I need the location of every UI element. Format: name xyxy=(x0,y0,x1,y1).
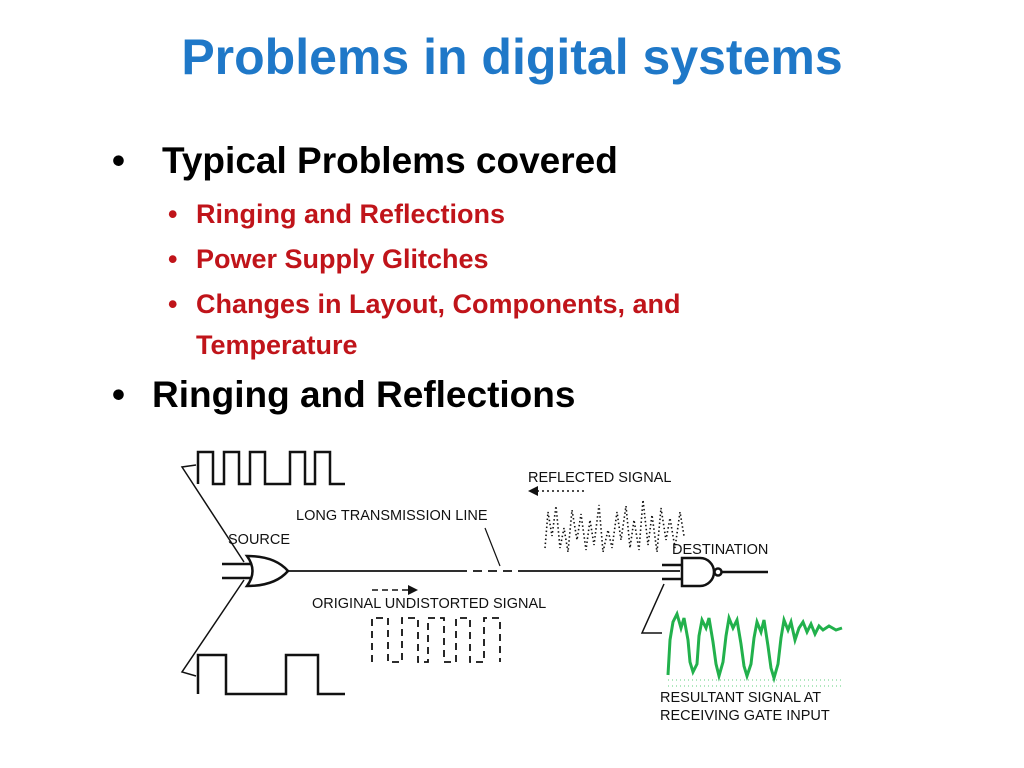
nand-gate-icon xyxy=(662,556,768,588)
reflected-arrow-head xyxy=(528,486,538,496)
label-source: SOURCE xyxy=(228,532,290,548)
sub-bullet-text: Power Supply Glitches xyxy=(196,244,489,274)
label-reflected-signal: REFLECTED SIGNAL xyxy=(528,470,671,486)
bullet-dot: • xyxy=(112,374,125,415)
original-arrow-head xyxy=(408,585,418,595)
label-transmission-line: LONG TRANSMISSION LINE xyxy=(296,508,488,524)
sub-bullet-text: Ringing and Reflections xyxy=(196,199,506,229)
leader-line-bottom xyxy=(180,579,245,677)
sub-bullet-dot: • xyxy=(168,244,178,274)
line-label-leader xyxy=(484,527,501,567)
leader-line-top xyxy=(180,464,245,563)
sub-bullet-dot: • xyxy=(168,289,178,319)
label-resultant-1: RESULTANT SIGNAL AT xyxy=(660,690,821,706)
sub-bullet-text: Temperature xyxy=(196,330,358,360)
reflected-dotted-wave xyxy=(544,499,685,553)
sub-bullet-text: Changes in Layout, Components, and xyxy=(196,289,681,319)
resultant-green-wave xyxy=(666,609,843,684)
source-square-wave-slow xyxy=(196,653,345,696)
source-square-wave-fast xyxy=(196,450,345,486)
sub-bullet-dot: • xyxy=(168,199,178,229)
resultant-green-noise xyxy=(668,679,842,687)
bullet-text: Typical Problems covered xyxy=(162,140,618,181)
label-original-signal: ORIGINAL UNDISTORTED SIGNAL xyxy=(312,596,546,612)
or-gate-icon xyxy=(222,554,290,588)
original-dashed-wave xyxy=(371,617,501,663)
bullet-text: Ringing and Reflections xyxy=(152,374,576,415)
slide-title: Problems in digital systems xyxy=(181,29,843,85)
leader-line-destination xyxy=(640,583,665,634)
bullet-dot: • xyxy=(112,140,125,181)
label-destination: DESTINATION xyxy=(672,542,768,558)
label-resultant-2: RECEIVING GATE INPUT xyxy=(660,708,830,724)
